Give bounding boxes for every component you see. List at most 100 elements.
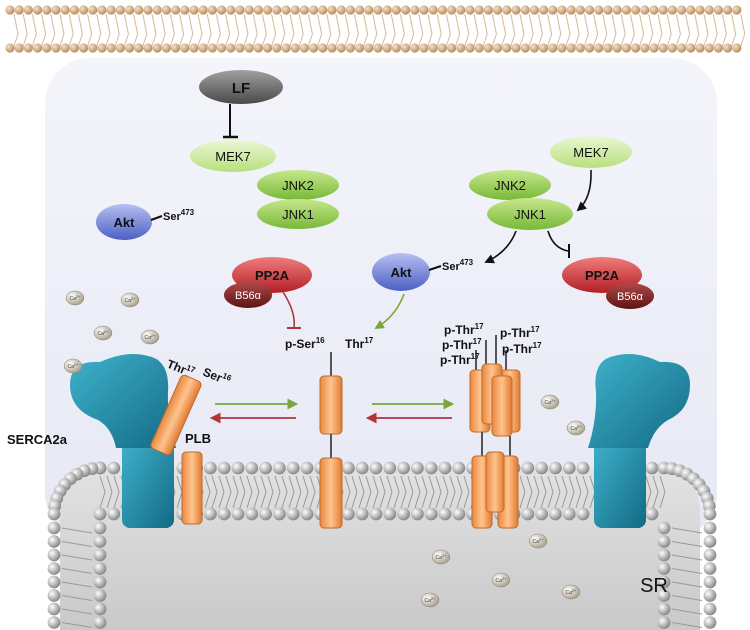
membrane-lipid-head [355,43,365,53]
lipid-tail [652,491,659,509]
lipid-tail [455,33,461,47]
lipid-tail [61,595,93,601]
lipid-tail [239,491,246,509]
lipid-tail [176,475,183,493]
membrane-lipid-head [704,43,714,53]
lipid-tail [59,13,65,35]
membrane-lipid-head [88,5,98,15]
lipid-tail [335,13,341,35]
sr-lipid-head [286,507,300,521]
calcium-ion [63,358,83,374]
lipid-tail [648,33,654,47]
plb-label: PLB [185,431,211,446]
membrane-lipid-head [143,43,153,53]
lipid-tail [409,33,415,47]
membrane-lipid-head [309,5,319,15]
lipid-tail [528,33,534,47]
lipid-tail [274,491,281,509]
membrane-lipid-head [456,43,466,53]
lipid-tail [204,491,211,509]
sr-lipid-head [273,461,286,475]
membrane-lipid-head [207,43,217,53]
lipid-tail [561,475,568,493]
lipid-tail [295,491,302,509]
lipid-tail [289,13,295,35]
sr-lipid-head [204,507,217,521]
mek7-right-label: MEK7 [573,145,608,160]
membrane-lipid-head [79,43,89,53]
membrane-lipid-head [401,43,411,53]
membrane-lipid-head [695,5,705,15]
membrane-lipid-head [658,5,668,15]
lipid-tail [105,13,111,35]
sr-lipid-head [47,521,61,535]
membrane-lipid-head [327,5,337,15]
calcium-ion-label: Ca2+ [496,576,508,584]
lipid-tail [234,33,240,47]
membrane-lipid-head [539,43,549,53]
sr-lipid-head [93,602,107,616]
lipid-tail [671,622,703,628]
calcium-ion [528,533,548,549]
lipid-tail [363,33,369,47]
sr-lipid-head [383,461,397,475]
lipid-tail [151,13,157,35]
plb-monomer-left [150,374,203,525]
sr-lipid-head [369,461,383,475]
lipid-tail [547,475,554,493]
lipid-tail [22,13,28,35]
lipid-tail [629,13,635,35]
lipid-tail [169,13,175,35]
membrane-lipid-head [69,5,79,15]
sr-lipid-head [93,616,107,629]
membrane-lipid-head [649,5,659,15]
lipid-tail [188,33,194,47]
lipid-tail [225,491,232,509]
membrane-lipid-head [575,43,586,53]
membrane-lipid-head [410,43,420,53]
membrane-lipid-head [677,5,687,15]
membrane-lipid-head [373,5,383,15]
membrane-lipid-head [217,5,227,15]
lipid-tail [225,475,232,493]
membrane-lipid-head [612,43,622,53]
lipid-tail [464,13,470,35]
lipid-tail [31,13,37,35]
lipid-tail [645,491,652,509]
membrane-lipid-head [695,43,705,53]
lipid-tail [390,33,396,47]
lipid-tail [519,491,526,509]
membrane-lipid-head [106,43,116,53]
lipid-tail [473,13,479,35]
lipid-tail [96,13,102,35]
lipid-tail [372,33,378,47]
sr-lipid-head [521,461,535,475]
membrane-lipid-head [51,5,61,15]
lipid-tail [211,491,218,509]
lipid-tail [68,13,74,35]
membrane-lipid-head [14,5,24,15]
membrane-lipid-head [382,43,392,53]
lipid-tail [13,13,19,35]
lipid-tail [351,475,358,493]
lipid-tail [491,13,497,35]
sr-lipid-head [657,575,671,589]
lipid-tail [671,608,703,615]
lipid-tail [703,13,709,35]
calcium-ion [566,420,586,436]
membrane-lipid-head [97,43,107,53]
mek7-right-node [550,136,632,168]
lipid-tail [659,475,666,493]
activate-akt-thr17 [374,293,405,329]
lipid-tail [648,13,654,35]
lipid-tail [659,491,666,509]
membrane-lipid-head [171,5,181,15]
serca2a-label: SERCA2a [7,432,68,447]
lipid-tail [160,33,166,47]
lipid-tail [671,568,703,574]
sr-lipid-head [576,507,590,521]
lipid-tail [671,541,703,547]
membrane-lipid-head [474,43,484,53]
membrane-lipid-head [5,43,15,53]
membrane-lipid-head [640,43,650,53]
